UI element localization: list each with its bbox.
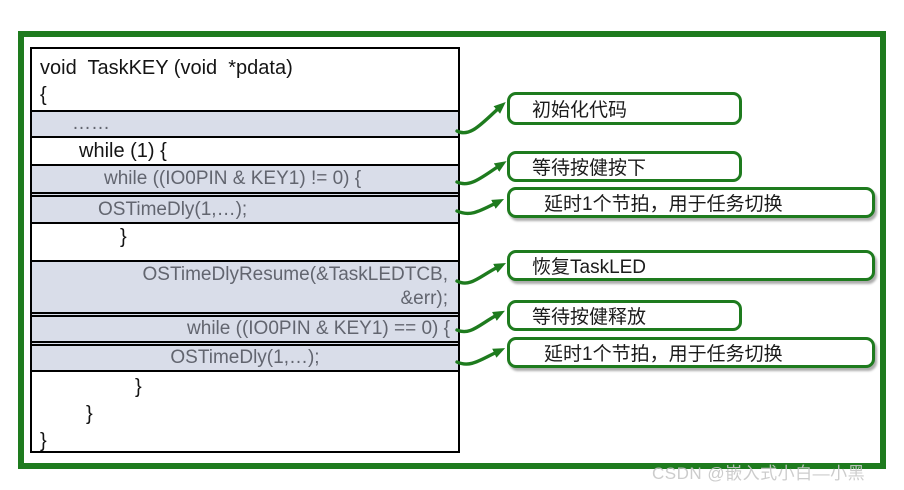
code-row-resume: OSTimeDlyResume(&TaskLEDTCB, &err); [32,260,458,312]
code-line-delay1: OSTimeDly(1,…); [98,198,248,220]
code-row-delay2: OSTimeDly(1,…); [32,341,458,370]
code-listing-box: void TaskKEY (void *pdata) { …… while (1… [30,47,460,453]
callout-wait-keypress: 等待按健按下 [507,151,742,182]
code-line-resume-part1: OSTimeDlyResume(&TaskLEDTCB, [142,264,448,285]
code-line-open-brace: { [40,84,47,106]
callout-label: 延时1个节拍，用于任务切换 [544,194,783,215]
code-row-while-keydown: while ((IO0PIN & KEY1) != 0) { [32,164,458,192]
code-line-while-keydown: while ((IO0PIN & KEY1) != 0) { [104,168,362,189]
code-line-close-brace4: } [40,430,47,451]
code-line-close-brace3: } [86,403,93,425]
code-line-while1: while (1) { [79,139,167,162]
callout-label: 延时1个节拍，用于任务切换 [544,344,783,365]
code-line-signature: void TaskKEY (void *pdata) [40,57,293,79]
code-row-signature: void TaskKEY (void *pdata) { [32,49,458,110]
callout-label: 恢复TaskLED [532,257,647,278]
callout-delay-tick-1: 延时1个节拍，用于任务切换 [507,187,875,218]
callout-label: 等待按健释放 [532,307,647,328]
code-row-delay1: OSTimeDly(1,…); [32,192,458,222]
code-row-close-brace1: } [32,222,458,260]
code-line-dots: …… [72,113,110,134]
code-line-delay2: OSTimeDly(1,…); [170,347,320,368]
callout-init-code: 初始化代码 [507,92,742,125]
callout-label: 等待按健按下 [532,158,647,179]
code-row-while-keyup: while ((IO0PIN & KEY1) == 0) { [32,312,458,341]
code-row-closing-braces: } } } [32,370,458,451]
code-line-resume-part2: &err); [400,288,449,309]
callout-label: 初始化代码 [532,100,628,121]
callout-resume-taskled: 恢复TaskLED [507,250,875,281]
code-line-close-brace1: } [120,226,127,248]
csdn-watermark: CSDN @嵌入式小白—小黑 [652,464,866,483]
code-row-while1: while (1) { [32,136,458,164]
callout-wait-keyrelease: 等待按健释放 [507,300,742,331]
callout-delay-tick-2: 延时1个节拍，用于任务切换 [507,337,875,368]
code-line-while-keyup: while ((IO0PIN & KEY1) == 0) { [187,318,450,339]
code-line-close-brace2: } [135,376,142,398]
code-row-dots: …… [32,110,458,136]
